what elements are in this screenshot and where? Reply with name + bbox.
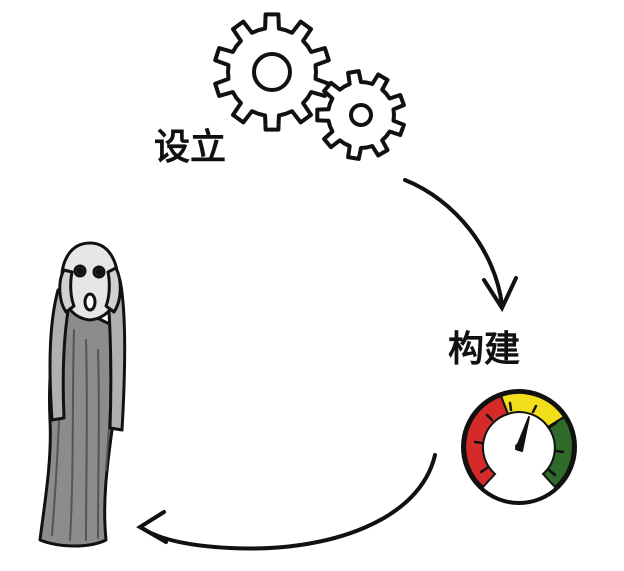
arrow-setup-to-build xyxy=(403,178,518,313)
screaming-figure-illustration xyxy=(38,241,127,548)
arrow-build-to-panic xyxy=(136,453,437,551)
gear-small-icon xyxy=(315,69,406,161)
speedometer-icon xyxy=(461,389,577,505)
step-label-build: 构建 xyxy=(448,329,521,370)
gear-large-icon xyxy=(213,12,331,132)
step-label-setup: 设立 xyxy=(154,127,227,168)
